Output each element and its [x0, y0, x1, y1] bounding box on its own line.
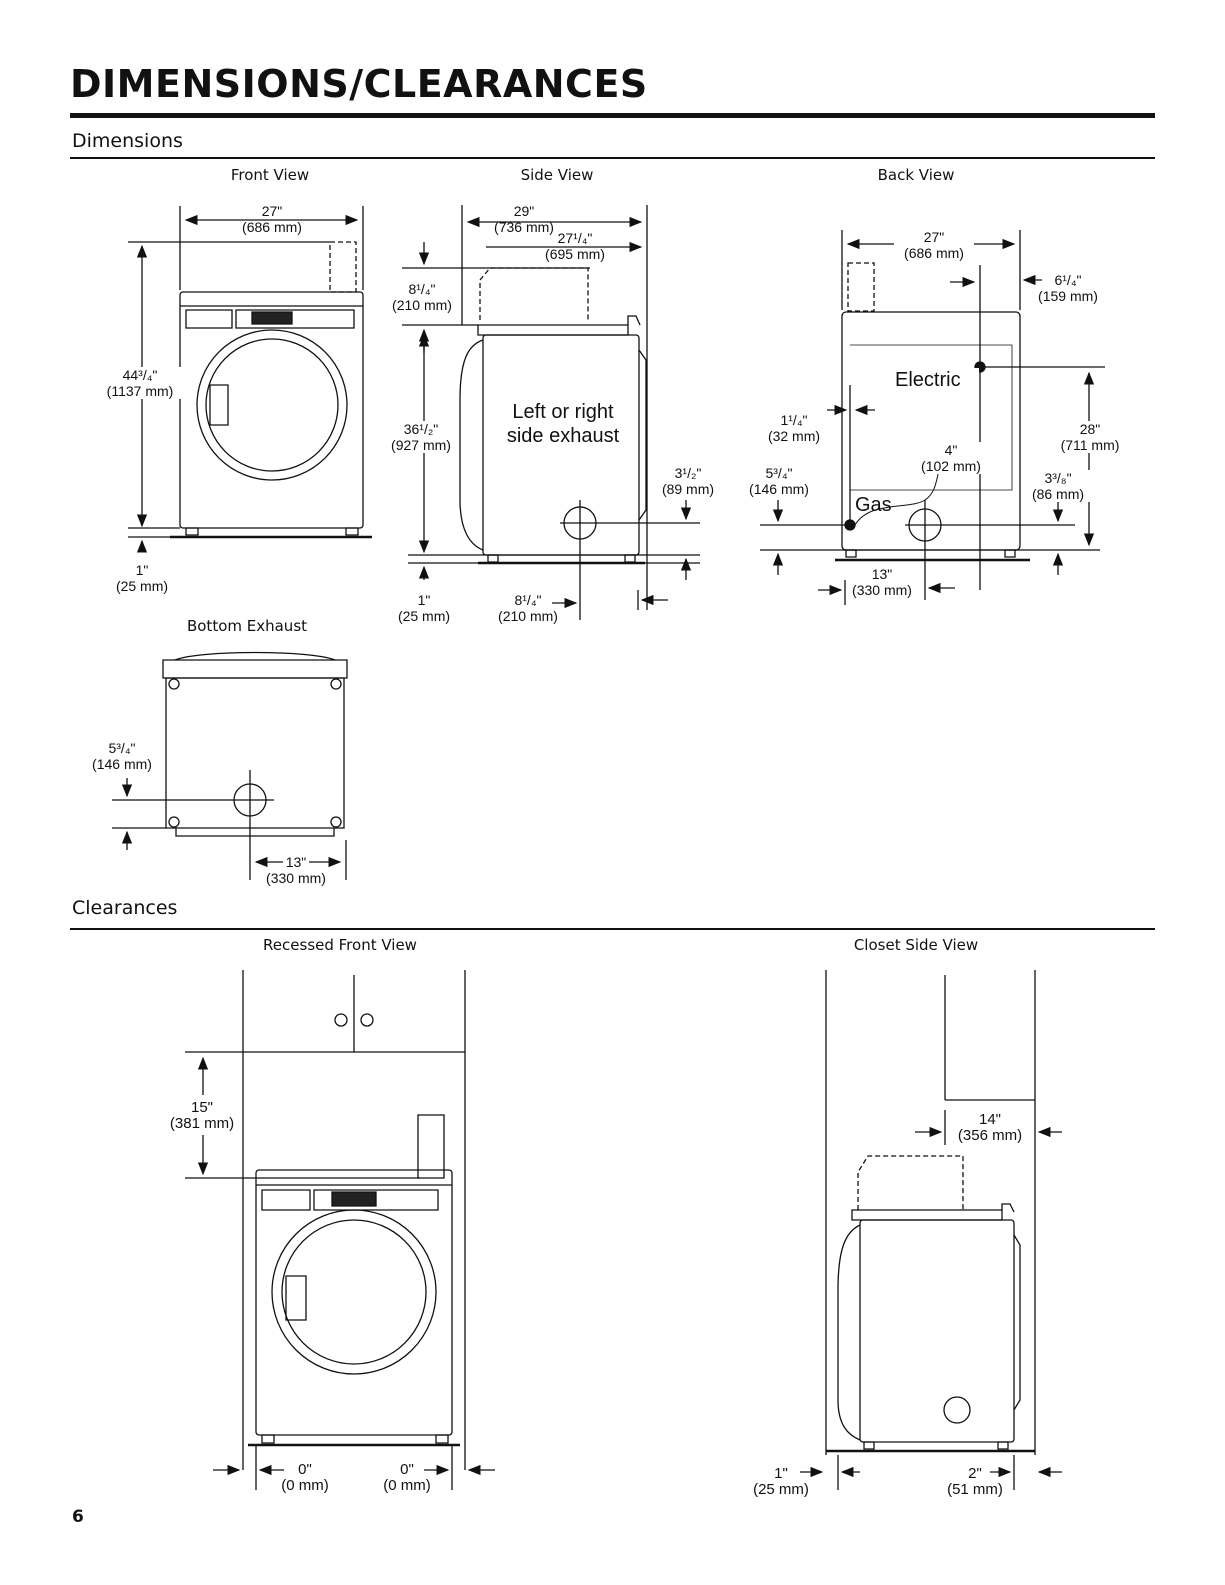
closet-front-mm: (25 mm)	[753, 1481, 809, 1498]
recessed-top-mm: (381 mm)	[169, 1115, 235, 1132]
back-gas-offset-mm: (32 mm)	[767, 428, 821, 444]
closet-top-mm: (356 mm)	[957, 1127, 1023, 1144]
front-foot-mm: (25 mm)	[115, 578, 169, 594]
side-view-dryer	[402, 205, 700, 620]
bottom-offset-label: 13" (330 mm)	[258, 854, 334, 886]
section-rule	[70, 157, 1155, 159]
back-exhaust-offset-mm: (330 mm)	[852, 582, 912, 598]
caption-side-view: Side View	[520, 166, 594, 184]
back-gas-height-in: 5³/₄"	[765, 465, 793, 481]
back-electric-height-label: 28" (711 mm)	[1052, 421, 1128, 453]
recessed-top-in: 15"	[190, 1099, 213, 1116]
caption-front-view: Front View	[230, 166, 310, 184]
back-exhaust-height-mm: (86 mm)	[1031, 486, 1085, 502]
back-gas-offset-in: 1¹/₄"	[780, 412, 808, 428]
side-height-label: 36¹/₂" (927 mm)	[383, 421, 459, 453]
closet-side-diagram	[800, 970, 1062, 1490]
back-electric-height-mm: (711 mm)	[1060, 437, 1120, 453]
page-title: DIMENSIONS/CLEARANCES	[70, 62, 648, 106]
closet-top-in: 14"	[978, 1111, 1001, 1128]
bottom-height-mm: (146 mm)	[92, 756, 152, 772]
back-gas-exhaust-label: 4" (102 mm)	[912, 442, 990, 474]
closet-top-label: 14" (356 mm)	[952, 1112, 1028, 1144]
page-number: 6	[72, 1507, 84, 1527]
front-height-mm: (1137 mm)	[106, 383, 174, 399]
front-height-in: 44³/₄"	[122, 367, 158, 383]
caption-recessed-view: Recessed Front View	[263, 936, 417, 954]
back-electric-offset-in: 6¹/₄"	[1054, 272, 1082, 288]
back-width-mm: (686 mm)	[904, 245, 964, 261]
back-exhaust-offset-label: 13" (330 mm)	[846, 566, 918, 598]
back-gas-height-mm: (146 mm)	[749, 481, 809, 497]
section-clearances: Clearances	[72, 897, 178, 919]
front-foot-label: 1" (25 mm)	[104, 562, 180, 594]
recessed-right-label: 0" (0 mm)	[374, 1462, 440, 1494]
closet-back-in: 2"	[968, 1465, 982, 1482]
closet-back-mm: (51 mm)	[947, 1481, 1003, 1498]
back-width-in: 27"	[923, 229, 945, 245]
back-gas-label: Gas	[855, 494, 892, 516]
back-electric-offset-label: 6¹/₄" (159 mm)	[1028, 272, 1108, 304]
back-gas-exhaust-in: 4"	[944, 442, 958, 458]
caption-bottom-exhaust: Bottom Exhaust	[186, 617, 308, 635]
back-electric-offset-mm: (159 mm)	[1038, 288, 1098, 304]
bottom-offset-mm: (330 mm)	[266, 870, 326, 886]
side-foot-mm: (25 mm)	[397, 608, 451, 624]
recessed-left-in: 0"	[298, 1461, 312, 1478]
side-foot-label: 1" (25 mm)	[386, 592, 462, 624]
closet-back-label: 2" (51 mm)	[940, 1466, 1010, 1498]
back-gas-height-label: 5³/₄" (146 mm)	[742, 465, 816, 497]
side-depth2-mm: (695 mm)	[545, 246, 605, 262]
front-width-in: 27"	[261, 203, 283, 219]
back-exhaust-offset-in: 13"	[871, 566, 893, 582]
bottom-offset-in: 13"	[282, 854, 310, 870]
closet-front-label: 1" (25 mm)	[748, 1466, 814, 1498]
bottom-height-in: 5³/₄"	[108, 740, 136, 756]
side-exhaust-label: Left or right side exhaust	[506, 401, 620, 447]
side-depth-mm: (736 mm)	[494, 219, 554, 235]
caption-closet-view: Closet Side View	[853, 936, 979, 954]
recessed-top-label: 15" (381 mm)	[160, 1100, 244, 1132]
recessed-right-mm: (0 mm)	[383, 1477, 431, 1494]
front-width-label: 27" (686 mm)	[232, 203, 312, 235]
side-depth-in: 29"	[513, 203, 535, 219]
closet-front-in: 1"	[774, 1465, 788, 1482]
side-vent-mm: (210 mm)	[392, 297, 452, 313]
side-exhaust-height-label: 3¹/₂" (89 mm)	[652, 465, 724, 497]
side-depth2-label: 27¹/₄" (695 mm)	[533, 230, 617, 262]
back-gas-exhaust-mm: (102 mm)	[921, 458, 981, 474]
back-electric-height-in: 28"	[1079, 421, 1101, 437]
side-depth-label: 29" (736 mm)	[484, 203, 564, 235]
caption-back-view: Back View	[877, 166, 955, 184]
side-depth2-in: 27¹/₄"	[557, 230, 593, 246]
back-gas-offset-label: 1¹/₄" (32 mm)	[760, 412, 828, 444]
back-exhaust-height-in: 3³/₈"	[1044, 470, 1072, 486]
recessed-left-label: 0" (0 mm)	[272, 1462, 338, 1494]
bottom-height-label: 5³/₄" (146 mm)	[80, 740, 164, 772]
side-exhaust-back-mm: (210 mm)	[498, 608, 558, 624]
back-electric-label: Electric	[895, 368, 979, 392]
front-view-dryer	[128, 206, 372, 553]
recessed-left-mm: (0 mm)	[281, 1477, 329, 1494]
section-dimensions: Dimensions	[72, 130, 183, 152]
front-foot-in: 1"	[135, 562, 149, 578]
front-height-label: 44³/₄" (1137 mm)	[96, 367, 184, 399]
clearances-rule	[70, 928, 1155, 930]
side-exhaust-back-label: 8¹/₄" (210 mm)	[490, 592, 566, 624]
side-exhaust-height-in: 3¹/₂"	[674, 465, 702, 481]
side-vent-label: 8¹/₄" (210 mm)	[384, 281, 460, 313]
title-rule	[70, 113, 1155, 118]
side-height-in: 36¹/₂"	[403, 421, 439, 437]
side-vent-in: 8¹/₄"	[408, 281, 436, 297]
back-width-label: 27" (686 mm)	[894, 229, 974, 261]
side-exhaust-height-mm: (89 mm)	[661, 481, 715, 497]
side-height-mm: (927 mm)	[391, 437, 451, 453]
side-foot-in: 1"	[417, 592, 431, 608]
recessed-right-in: 0"	[400, 1461, 414, 1478]
back-exhaust-height-label: 3³/₈" (86 mm)	[1024, 470, 1092, 502]
recessed-front-diagram	[185, 970, 495, 1490]
front-width-mm: (686 mm)	[242, 219, 302, 235]
side-exhaust-back-in: 8¹/₄"	[514, 592, 542, 608]
